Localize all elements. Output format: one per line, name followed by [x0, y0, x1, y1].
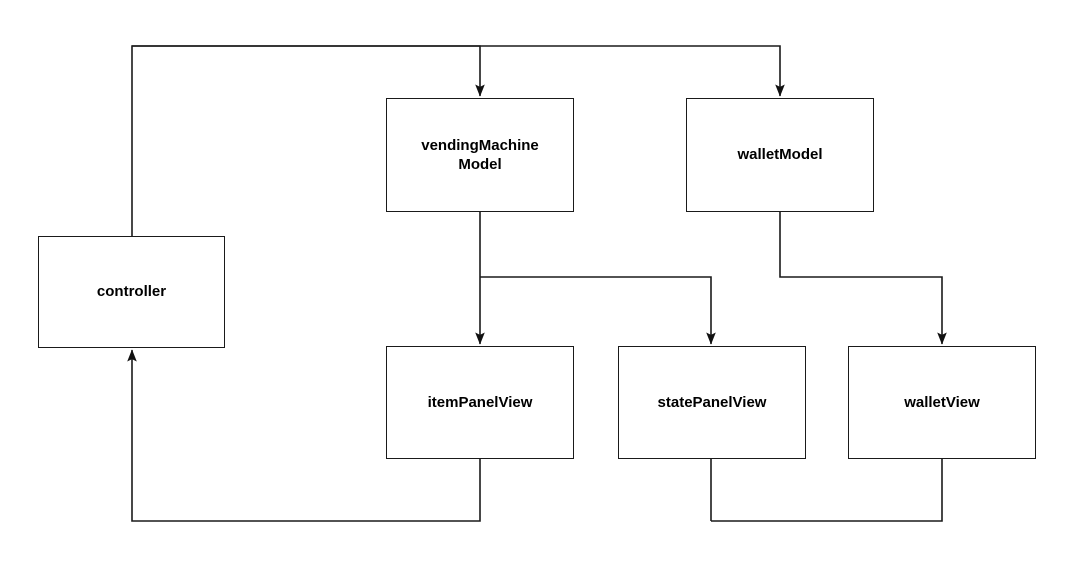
node-label-wallet-model: walletModel — [737, 146, 823, 164]
node-label-controller: controller — [96, 283, 167, 301]
node-wallet-view[interactable]: walletView — [848, 346, 1036, 459]
node-label-vending-machine-model: vendingMachine Model — [421, 136, 539, 173]
edge-vendingMachineModel-to-statePanelView — [480, 276, 716, 345]
node-wallet-model[interactable]: walletModel — [686, 98, 874, 212]
edge-itemPanelView-to-controller — [127, 349, 481, 522]
node-label-state-panel-view: statePanelView — [657, 393, 767, 411]
edge-walletModel-to-walletView — [779, 212, 947, 345]
node-vending-machine-model[interactable]: vendingMachine Model — [386, 98, 574, 212]
node-label-item-panel-view: itemPanelView — [427, 393, 533, 411]
node-item-panel-view[interactable]: itemPanelView — [386, 346, 574, 459]
node-controller[interactable]: controller — [38, 236, 225, 348]
edge-controller-to-walletModel — [132, 45, 785, 97]
node-state-panel-view[interactable]: statePanelView — [618, 346, 806, 459]
edge-walletView-to-controller — [711, 459, 943, 522]
node-label-wallet-view: walletView — [904, 393, 980, 411]
